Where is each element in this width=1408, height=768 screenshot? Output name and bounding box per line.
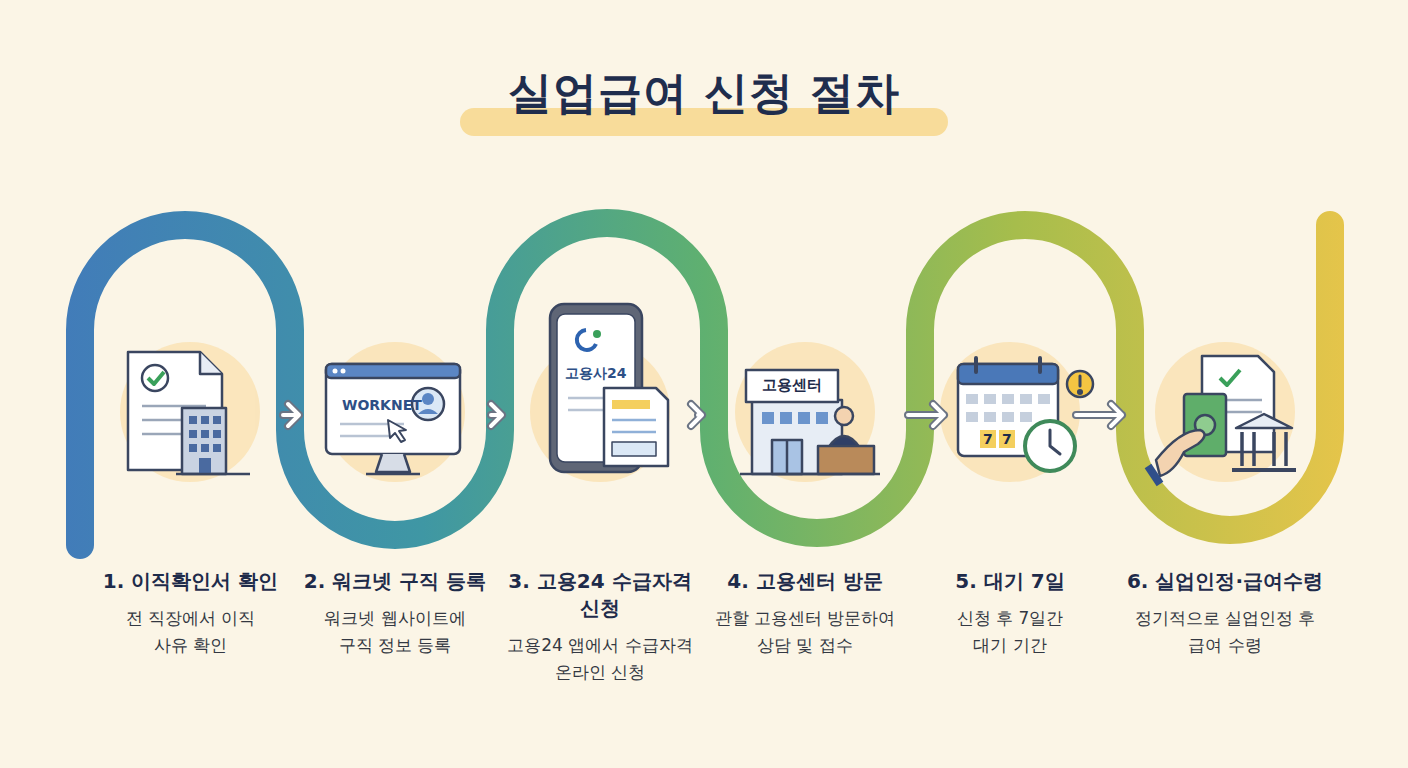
step-description: 신청 후 7일간 대기 기간 bbox=[954, 605, 1066, 659]
wave-track bbox=[80, 223, 1330, 545]
document-icon bbox=[128, 352, 250, 474]
step-arrow bbox=[1076, 404, 1122, 426]
icon-label: 고용센터 bbox=[762, 378, 822, 393]
step-heading: 1. 이직확인서 확인 bbox=[102, 568, 279, 595]
arrow-stroke bbox=[1076, 404, 1122, 426]
step-arrow bbox=[491, 404, 502, 426]
step-arrow bbox=[283, 404, 299, 426]
step-description: 전 직장에서 이직사유 확인 bbox=[125, 605, 257, 659]
monitor-icon bbox=[326, 364, 460, 474]
icon-label: 7 bbox=[1002, 432, 1012, 446]
step-description: 관할 고용센터 방문하여 상담 및 접수 bbox=[707, 605, 903, 659]
icon-label: WORKNET bbox=[342, 398, 422, 412]
arrow-stroke bbox=[283, 404, 299, 426]
step-heading: 6. 실업인정·급여수령 bbox=[1126, 568, 1324, 595]
icon-ground bbox=[120, 342, 1295, 482]
step-description: 워크넷 웹사이트에 구직 정보 등록 bbox=[314, 605, 476, 659]
step-node: 1. 이직확인서 확인전 직장에서 이직사유 확인 bbox=[98, 340, 283, 663]
arrow-stroke bbox=[691, 404, 702, 426]
arrow-stroke bbox=[283, 404, 299, 426]
title: 실업급여 신청 절차 bbox=[0, 64, 1408, 123]
step-node: 5. 대기 7일신청 후 7일간 대기 기간 bbox=[944, 340, 1076, 663]
arrow-stroke bbox=[491, 404, 502, 426]
step-node: 2. 워크넷 구직 등록워크넷 웹사이트에 구직 정보 등록 bbox=[299, 340, 491, 663]
arrow-stroke bbox=[1076, 404, 1122, 426]
step-description: 정기적으로 실업인정 후 급여 수령 bbox=[1127, 605, 1323, 659]
step-heading: 4. 고용센터 방문 bbox=[706, 568, 904, 595]
arrow-stroke bbox=[908, 404, 944, 426]
arrow-stroke bbox=[491, 404, 502, 426]
step-heading: 5. 대기 7일 bbox=[948, 568, 1072, 595]
step-node: 6. 실업인정·급여수령정기적으로 실업인정 후 급여 수령 bbox=[1122, 340, 1328, 663]
phone-icon bbox=[550, 304, 668, 472]
step-heading: 3. 고용24 수급자격 신청 bbox=[506, 568, 694, 622]
icon-label: 고용사24 bbox=[565, 366, 626, 380]
step-arrow bbox=[908, 404, 944, 426]
arrow-stroke bbox=[691, 404, 702, 426]
step-node: 3. 고용24 수급자격 신청고용24 앱에서 수급자격 온라인 신청 bbox=[502, 340, 698, 690]
icon-label: 7 bbox=[983, 432, 993, 446]
step-description: 고용24 앱에서 수급자격 온라인 신청 bbox=[507, 632, 693, 686]
step-arrow bbox=[691, 404, 702, 426]
center-building-icon bbox=[740, 370, 880, 474]
payment-icon bbox=[1148, 356, 1296, 484]
step-heading: 2. 워크넷 구직 등록 bbox=[303, 568, 487, 595]
arrow-stroke bbox=[908, 404, 944, 426]
